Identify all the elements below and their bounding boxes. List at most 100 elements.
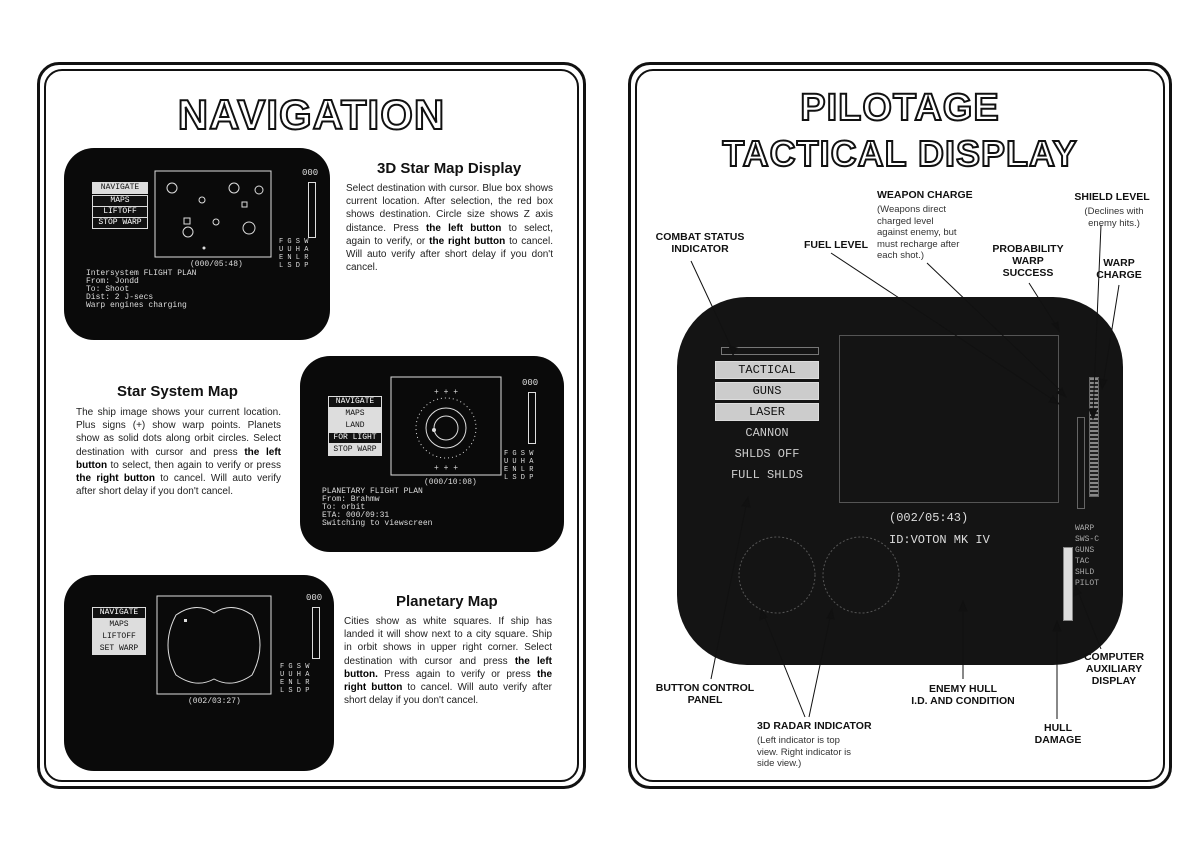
menu-button: MAPS bbox=[92, 619, 146, 631]
menu-button: NAVIGATE bbox=[92, 182, 148, 194]
label-computer-aux: COMPUTER AUXILIARY DISPLAY bbox=[1083, 651, 1145, 687]
warp-value: 000 bbox=[302, 168, 319, 178]
system-map-flightplan: PLANETARY FLIGHT PLAN From: Brahmw To: o… bbox=[322, 488, 432, 528]
gauge-row: E N L R bbox=[504, 466, 534, 474]
gauge-row: U U H A bbox=[280, 671, 310, 679]
flightplan-line: Switching to viewscreen bbox=[322, 519, 433, 528]
hull-damage-bar bbox=[1063, 547, 1073, 621]
desc-bold: the left button bbox=[425, 222, 502, 234]
desc-text: The ship image shows your current locati… bbox=[76, 407, 281, 458]
aux-item: WARP bbox=[1075, 524, 1095, 533]
menu-button: SET WARP bbox=[92, 643, 146, 655]
star-map-screenshot: NAVIGATE MAPS LIFTOFF STOP WARP 000 ( bbox=[64, 148, 330, 340]
menu-button: LAND bbox=[328, 420, 382, 432]
system-map-screenshot: NAVIGATE MAPS LAND FOR LIGHT STOP WARP +… bbox=[300, 356, 564, 552]
menu-button: LIFTOFF bbox=[92, 631, 146, 643]
desc-text: to cancel. Will auto verify after short … bbox=[344, 682, 552, 707]
system-map-description: The ship image shows your current locati… bbox=[76, 406, 281, 498]
desc-bold: the left button. bbox=[344, 655, 552, 680]
flightplan-line: Dist: 2 J-secs bbox=[86, 293, 154, 302]
pilotage-title-line1: PILOTAGE bbox=[799, 86, 1000, 130]
gauge-letters: F G S W U U H A E N L R L S D P bbox=[280, 663, 309, 695]
gauge-row: F G S W bbox=[279, 238, 309, 246]
menu-button: STOP WARP bbox=[92, 217, 148, 229]
flightplan-line: From: Jondd bbox=[86, 277, 139, 286]
menu-button: MAPS bbox=[328, 408, 382, 420]
gauge-row: L S D P bbox=[504, 474, 534, 482]
label-enemy-hull: ENEMY HULL I.D. AND CONDITION bbox=[911, 683, 1015, 707]
guns-button: GUNS bbox=[715, 382, 819, 400]
label-radar: 3D RADAR INDICATOR bbox=[757, 720, 872, 732]
navigation-panel: NAVIGATION NAVIGATE MAPS LIFTOFF STOP WA… bbox=[37, 62, 586, 789]
gauge-row: U U H A bbox=[504, 458, 534, 466]
desc-text: to select, again to verify, or bbox=[346, 222, 553, 247]
desc-text: to cancel. Will auto verify after short … bbox=[346, 235, 553, 274]
note-radar: (Left indicator is top view. Right indic… bbox=[757, 735, 851, 769]
navigation-title: NAVIGATION bbox=[177, 90, 446, 139]
timer: (000/10:08) bbox=[424, 478, 477, 487]
gauge-row: U U H A bbox=[279, 246, 309, 254]
viewscreen bbox=[839, 335, 1059, 503]
flightplan-line: Intersystem FLIGHT PLAN bbox=[86, 269, 197, 278]
note-shield-level: (Declines with enemy hits.) bbox=[1084, 206, 1144, 229]
flightplan-line: To: orbit bbox=[322, 503, 366, 512]
label-button-panel: BUTTON CONTROL PANEL bbox=[655, 682, 755, 706]
desc-bold: the right button bbox=[429, 235, 506, 247]
system-map-view: + + + + + + bbox=[390, 376, 502, 476]
aux-item: PILOT bbox=[1075, 579, 1100, 588]
label-fuel-level: FUEL LEVEL bbox=[804, 239, 868, 251]
warp-gauge bbox=[308, 182, 316, 238]
desc-bold: the left button bbox=[76, 446, 281, 471]
system-map-heading: Star System Map bbox=[117, 383, 238, 400]
warp-gauge bbox=[528, 392, 536, 444]
gauge-row: L S D P bbox=[280, 687, 310, 695]
desc-text: to cancel. Will auto verify after short … bbox=[76, 473, 282, 498]
gauge-row: F G S W bbox=[504, 450, 534, 458]
star-map-view bbox=[154, 170, 272, 258]
warp-value: 000 bbox=[306, 593, 323, 603]
gauge-letters: F G S W U U H A E N L R L S D P bbox=[504, 450, 533, 482]
aux-item: TAC bbox=[1075, 557, 1090, 566]
desc-bold: the right button bbox=[344, 668, 552, 694]
tactical-button-panel: TACTICAL GUNS LASER CANNON SHLDS OFF FUL… bbox=[715, 361, 819, 484]
laser-button: LASER bbox=[715, 403, 819, 421]
label-combat-status: COMBAT STATUS INDICATOR bbox=[655, 231, 745, 255]
planetary-map-screenshot: NAVIGATE MAPS LIFTOFF SET WARP 000 (002/… bbox=[64, 575, 334, 771]
tactical-button: TACTICAL bbox=[715, 361, 819, 379]
menu-button: STOP WARP bbox=[328, 444, 382, 456]
timer: (000/05:48) bbox=[190, 260, 243, 269]
planetary-map-description: Cities show as white squares. If ship ha… bbox=[344, 615, 552, 707]
tactical-display-screenshot: TACTICAL GUNS LASER CANNON SHLDS OFF FUL… bbox=[677, 297, 1123, 665]
aux-item: SHLD bbox=[1075, 568, 1095, 577]
label-probability: PROBABILITY WARP SUCCESS bbox=[992, 243, 1064, 279]
label-hull-damage: HULL DAMAGE bbox=[1034, 722, 1082, 746]
aux-item: GUNS bbox=[1075, 546, 1095, 555]
gauge-letters: F G S W U U H A E N L R L S D P bbox=[279, 238, 308, 270]
desc-text: Select destination with cursor. Blue box… bbox=[346, 183, 553, 234]
svg-text:+ + +: + + + bbox=[434, 464, 458, 473]
star-map-description: Select destination with cursor. Blue box… bbox=[346, 182, 553, 274]
enemy-id: ID:VOTON MK IV bbox=[889, 533, 990, 547]
flightplan-line: PLANETARY FLIGHT PLAN bbox=[322, 487, 423, 496]
warp-gauge bbox=[312, 607, 320, 659]
desc-text: Cities show as white squares. If ship ha… bbox=[344, 616, 552, 667]
aux-item: SWS-C bbox=[1075, 535, 1100, 544]
label-warp-charge: WARP CHARGE bbox=[1096, 257, 1142, 281]
gauge-row: F G S W bbox=[280, 663, 310, 671]
menu-button: NAVIGATE bbox=[328, 396, 382, 408]
flightplan-line: To: Shoot bbox=[86, 285, 130, 294]
warp-value: 000 bbox=[522, 378, 539, 388]
pilotage-panel: PILOTAGE TACTICAL DISPLAY TACTICAL GUNS … bbox=[628, 62, 1172, 789]
gauge-row: E N L R bbox=[280, 679, 310, 687]
gauge-row: L S D P bbox=[279, 262, 309, 270]
label-weapon-charge: WEAPON CHARGE bbox=[877, 189, 973, 201]
cannon-button: CANNON bbox=[745, 426, 789, 440]
star-map-heading: 3D Star Map Display bbox=[377, 160, 522, 177]
flightplan-line: From: Brahmw bbox=[322, 495, 380, 504]
radar-indicators bbox=[738, 536, 900, 614]
label-shield-level: SHIELD LEVEL bbox=[1074, 191, 1150, 203]
star-map-flightplan: Intersystem FLIGHT PLAN From: Jondd To: … bbox=[86, 270, 196, 310]
pilotage-title-line2: TACTICAL DISPLAY bbox=[721, 132, 1078, 175]
planetary-map-view bbox=[156, 595, 272, 695]
desc-text: Press again to verify or press bbox=[377, 668, 537, 680]
